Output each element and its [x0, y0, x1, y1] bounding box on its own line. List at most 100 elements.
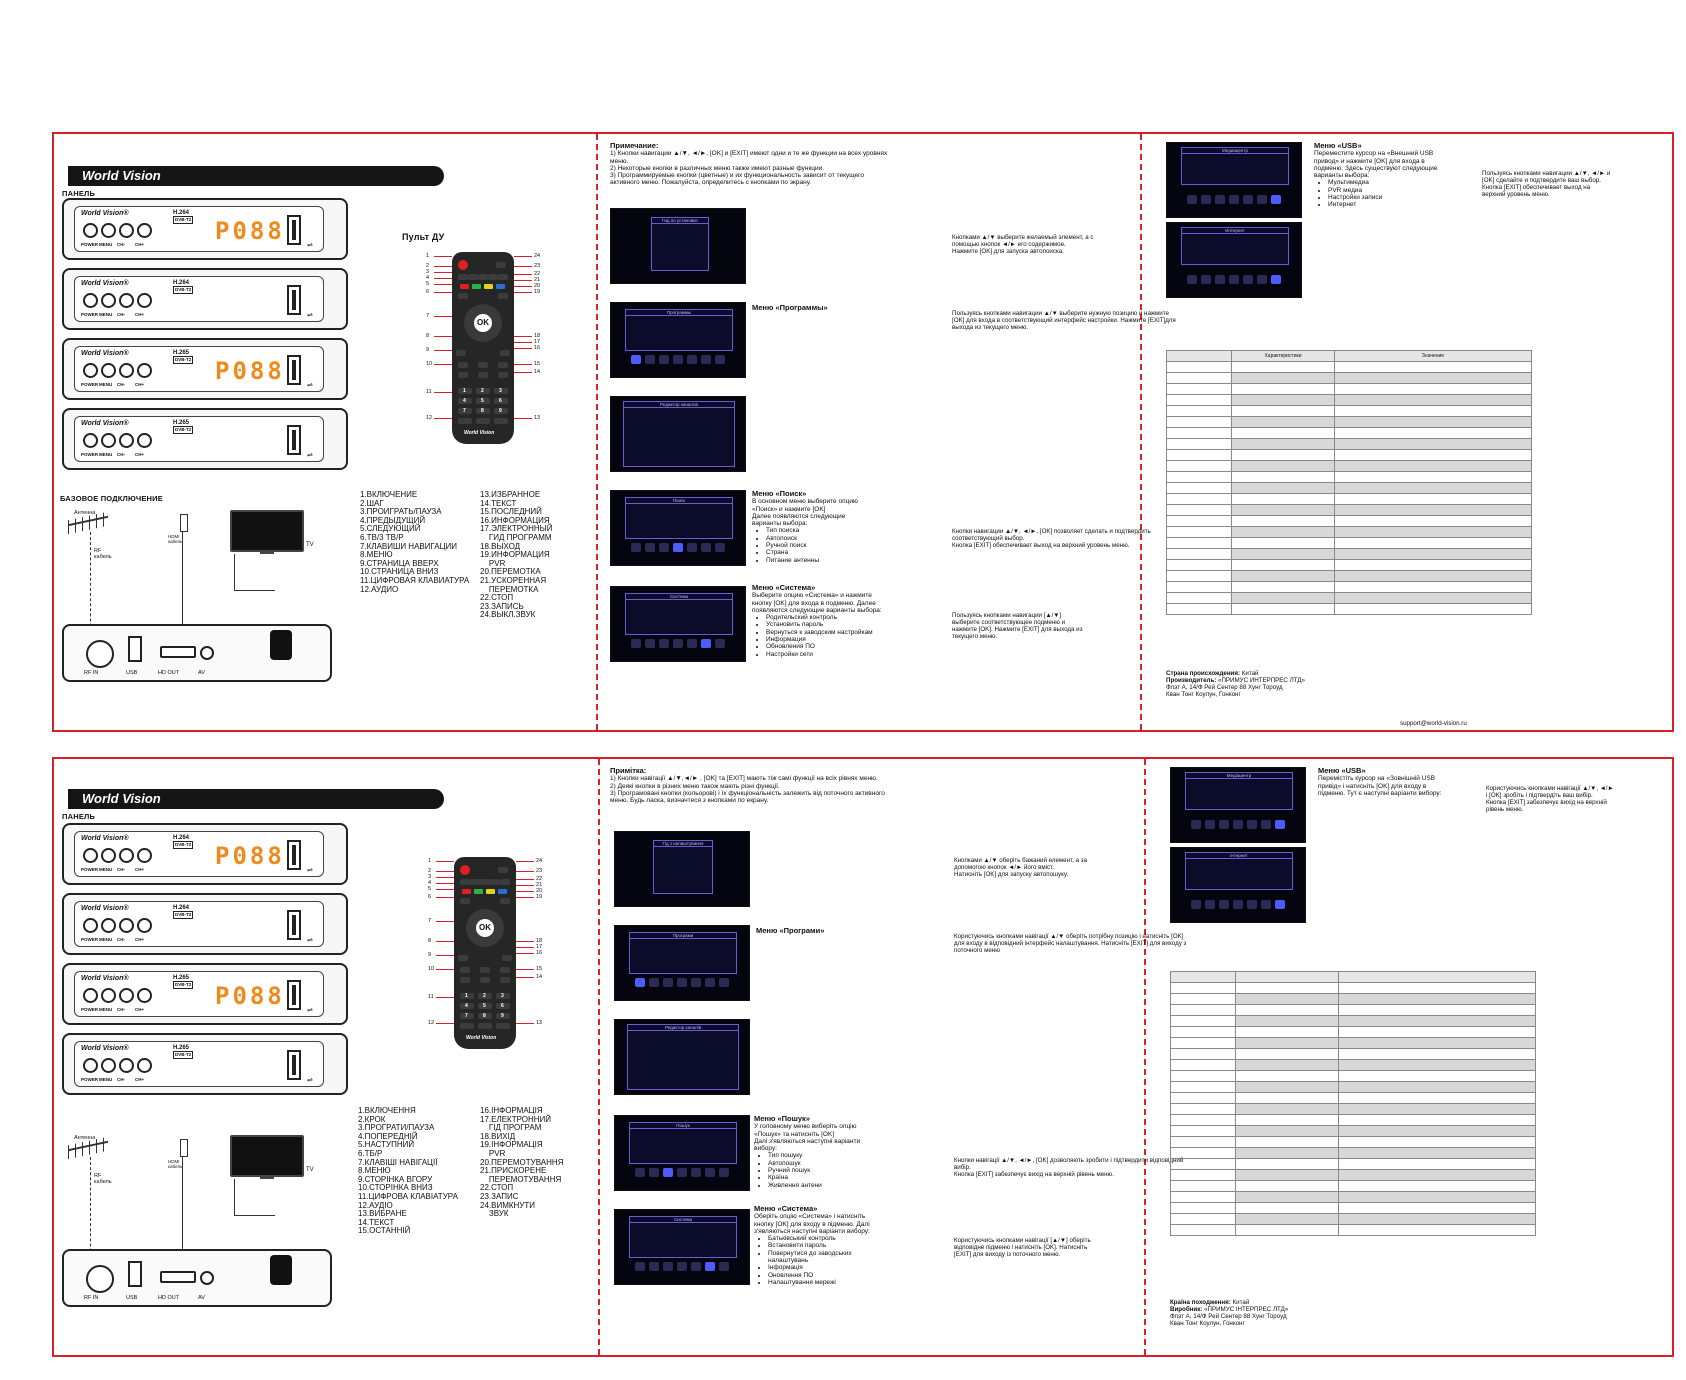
- number-key-0[interactable]: [478, 1023, 492, 1029]
- exit-button[interactable]: [500, 350, 510, 356]
- panel-button-menu[interactable]: [101, 223, 116, 238]
- panel-button-chminus[interactable]: [119, 433, 134, 448]
- tv-radio-button[interactable]: [458, 293, 468, 299]
- color-button[interactable]: [474, 889, 483, 894]
- playback-button[interactable]: [470, 879, 480, 885]
- port-rf-in[interactable]: [86, 1265, 114, 1293]
- panel-button-menu[interactable]: [101, 1058, 116, 1073]
- usb-port[interactable]: [287, 355, 301, 385]
- number-key-3[interactable]: 3: [494, 388, 508, 394]
- panel-button-menu[interactable]: [101, 848, 116, 863]
- function-button[interactable]: [460, 967, 470, 973]
- panel-button-chminus[interactable]: [119, 918, 134, 933]
- port-usb[interactable]: [128, 636, 142, 662]
- mute-button[interactable]: [498, 867, 508, 873]
- panel-button-menu[interactable]: [101, 918, 116, 933]
- function-button[interactable]: [500, 977, 510, 983]
- audio-button[interactable]: [460, 1023, 474, 1029]
- panel-button-power[interactable]: [83, 848, 98, 863]
- support-email[interactable]: support@world-vision.ru: [1400, 720, 1467, 727]
- port-av[interactable]: [200, 646, 214, 660]
- power-icon[interactable]: [458, 260, 468, 270]
- info-button[interactable]: [500, 898, 510, 904]
- number-key-5[interactable]: 5: [476, 398, 490, 404]
- panel-button-power[interactable]: [83, 293, 98, 308]
- function-button[interactable]: [478, 362, 488, 368]
- number-key-7[interactable]: 7: [458, 408, 472, 414]
- color-button[interactable]: [462, 889, 471, 894]
- panel-button-chplus[interactable]: [137, 433, 152, 448]
- playback-button[interactable]: [478, 274, 488, 280]
- function-button[interactable]: [480, 967, 490, 973]
- playback-button[interactable]: [458, 274, 468, 280]
- panel-button-chplus[interactable]: [137, 848, 152, 863]
- number-key-8[interactable]: 8: [476, 408, 490, 414]
- audio-button[interactable]: [458, 418, 472, 424]
- panel-button-menu[interactable]: [101, 293, 116, 308]
- number-key-9[interactable]: 9: [494, 408, 508, 414]
- playback-button[interactable]: [498, 274, 508, 280]
- panel-button-menu[interactable]: [101, 433, 116, 448]
- info-button[interactable]: [498, 293, 508, 299]
- color-button[interactable]: [486, 889, 495, 894]
- panel-button-menu[interactable]: [101, 988, 116, 1003]
- number-key-4[interactable]: 4: [458, 398, 472, 404]
- playback-button[interactable]: [480, 879, 490, 885]
- function-button[interactable]: [498, 372, 508, 378]
- usb-port[interactable]: [287, 285, 301, 315]
- playback-button[interactable]: [468, 274, 478, 280]
- ok-icon[interactable]: OK: [474, 314, 492, 332]
- color-button[interactable]: [460, 284, 469, 289]
- number-key-5[interactable]: 5: [478, 1003, 492, 1009]
- color-button[interactable]: [484, 284, 493, 289]
- panel-button-chplus[interactable]: [137, 918, 152, 933]
- function-button[interactable]: [500, 967, 510, 973]
- number-key-9[interactable]: 9: [496, 1013, 510, 1019]
- mute-button[interactable]: [496, 262, 506, 268]
- number-key-1[interactable]: 1: [458, 388, 472, 394]
- usb-port[interactable]: [287, 1050, 301, 1080]
- menu-button[interactable]: [458, 955, 468, 961]
- color-button[interactable]: [498, 889, 507, 894]
- function-button[interactable]: [480, 977, 490, 983]
- panel-button-chminus[interactable]: [119, 1058, 134, 1073]
- panel-button-chminus[interactable]: [119, 293, 134, 308]
- port-hd-out[interactable]: [160, 1271, 196, 1283]
- function-button[interactable]: [458, 372, 468, 378]
- function-button[interactable]: [498, 362, 508, 368]
- playback-button[interactable]: [488, 274, 498, 280]
- panel-button-menu[interactable]: [101, 363, 116, 378]
- number-key-2[interactable]: 2: [476, 388, 490, 394]
- color-button[interactable]: [496, 284, 505, 289]
- function-button[interactable]: [460, 977, 470, 983]
- number-key-6[interactable]: 6: [494, 398, 508, 404]
- function-button[interactable]: [478, 372, 488, 378]
- panel-button-chplus[interactable]: [137, 988, 152, 1003]
- tv-radio-button[interactable]: [460, 898, 470, 904]
- power-icon[interactable]: [460, 865, 470, 875]
- panel-button-chplus[interactable]: [137, 293, 152, 308]
- usb-port[interactable]: [287, 910, 301, 940]
- panel-button-power[interactable]: [83, 1058, 98, 1073]
- panel-button-chminus[interactable]: [119, 848, 134, 863]
- panel-button-chplus[interactable]: [137, 1058, 152, 1073]
- playback-button[interactable]: [490, 879, 500, 885]
- number-key-8[interactable]: 8: [478, 1013, 492, 1019]
- number-key-3[interactable]: 3: [496, 993, 510, 999]
- port-usb[interactable]: [128, 1261, 142, 1287]
- number-key-6[interactable]: 6: [496, 1003, 510, 1009]
- panel-button-power[interactable]: [83, 918, 98, 933]
- panel-button-chplus[interactable]: [137, 223, 152, 238]
- ok-icon[interactable]: OK: [476, 919, 494, 937]
- playback-button[interactable]: [460, 879, 470, 885]
- panel-button-chminus[interactable]: [119, 223, 134, 238]
- number-key-7[interactable]: 7: [460, 1013, 474, 1019]
- function-button[interactable]: [458, 362, 468, 368]
- port-hd-out[interactable]: [160, 646, 196, 658]
- usb-port[interactable]: [287, 840, 301, 870]
- playback-button[interactable]: [500, 879, 510, 885]
- number-key-4[interactable]: 4: [460, 1003, 474, 1009]
- usb-port[interactable]: [287, 425, 301, 455]
- usb-port[interactable]: [287, 980, 301, 1010]
- favorite-button[interactable]: [494, 418, 508, 424]
